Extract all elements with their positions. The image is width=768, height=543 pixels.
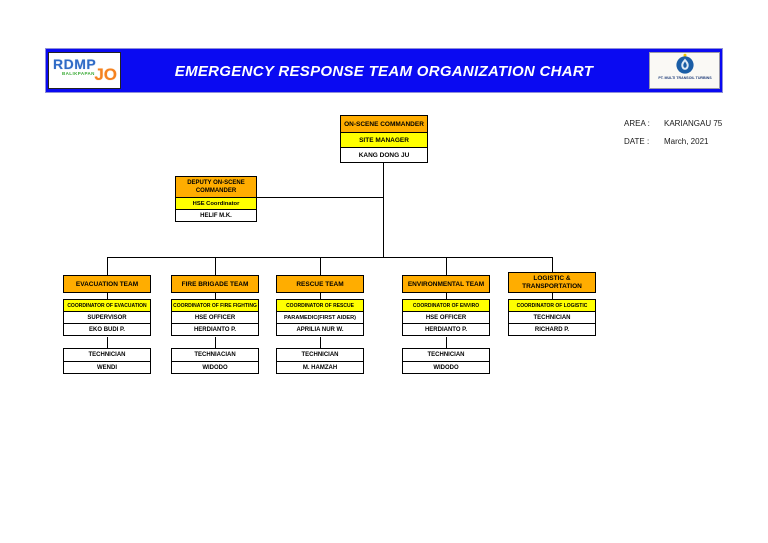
coordinator-name: APRILIA NUR W. (277, 323, 363, 335)
connector-stub (215, 293, 216, 299)
connector-stub (320, 293, 321, 299)
connector-stub (320, 257, 321, 275)
connector-stub (107, 337, 108, 348)
coord-group-evacuation: COORDINATOR OF EVACUATION SUPERVISOR EKO… (63, 299, 151, 336)
rdmp-logo: RDMP BALIKPAPAN JO (48, 52, 121, 89)
tech-group-evacuation: TECHNICIAN WENDI (63, 348, 151, 374)
deputy-box: DEPUTY ON-SCENE COMMANDER HSE Coordinato… (175, 176, 257, 222)
coordinator-role: HSE OFFICER (172, 311, 258, 323)
area-row: AREA : KARIANGAU 75 (624, 119, 722, 128)
coordinator-name: HERDIANTO P. (172, 323, 258, 335)
team-box-environmental: ENVIRONMENTAL TEAM (402, 275, 490, 293)
root-role: SITE MANAGER (341, 132, 427, 147)
coordinator-title: COORDINATOR OF RESCUE (277, 300, 363, 311)
root-name: KANG DONG JU (341, 147, 427, 162)
technician-name: WIDODO (172, 361, 258, 373)
team-box-evacuation: EVACUATION TEAM (63, 275, 151, 293)
coordinator-title: COORDINATOR OF EVACUATION (64, 300, 150, 311)
company-logo: PT. MULTI TRANSOIL TURBINS (649, 52, 720, 89)
company-logo-caption: PT. MULTI TRANSOIL TURBINS (657, 76, 712, 81)
connector-stub (320, 337, 321, 348)
coordinator-role: TECHNICIAN (509, 311, 595, 323)
area-label: AREA : (624, 119, 650, 128)
deputy-title: DEPUTY ON-SCENE COMMANDER (176, 177, 256, 197)
coordinator-name: EKO BUDI P. (64, 323, 150, 335)
meta-block: AREA : KARIANGAU 75 DATE : March, 2021 (624, 119, 722, 155)
technician-name: WIDODO (403, 361, 489, 373)
technician-role: TECHNICIAN (277, 349, 363, 361)
team-box-fire-brigade: FIRE BRIGADE TEAM (171, 275, 259, 293)
connector-stub (446, 337, 447, 348)
connector-stub (107, 293, 108, 299)
connector-stub (446, 257, 447, 275)
deputy-name: HELIF M.K. (176, 209, 256, 221)
date-row: DATE : March, 2021 (624, 137, 722, 146)
rdmp-logo-text: RDMP (53, 56, 97, 72)
area-value: KARIANGAU 75 (664, 119, 723, 128)
connector-deputy-horizontal (257, 197, 384, 198)
coord-group-environmental: COORDINATOR OF ENVIRO HSE OFFICER HERDIA… (402, 299, 490, 336)
deputy-role: HSE Coordinator (176, 197, 256, 209)
root-box-on-scene-commander: ON-SCENE COMMANDER SITE MANAGER KANG DON… (340, 115, 428, 163)
technician-role: TECHNIACIAN (172, 349, 258, 361)
connector-stub (552, 293, 553, 299)
connector-stub (215, 337, 216, 348)
root-title: ON-SCENE COMMANDER (341, 116, 427, 132)
coordinator-role: PARAMEDIC(FIRST AIDER) (277, 311, 363, 323)
coord-group-rescue: COORDINATOR OF RESCUE PARAMEDIC(FIRST AI… (276, 299, 364, 336)
balikpapan-logo-text: BALIKPAPAN (62, 71, 95, 76)
date-value: March, 2021 (664, 137, 709, 146)
coordinator-title: COORDINATOR OF ENVIRO (403, 300, 489, 311)
technician-name: M. HAMZAH (277, 361, 363, 373)
coordinator-title: COORDINATOR OF LOGISTIC (509, 300, 595, 311)
coord-group-logistic: COORDINATOR OF LOGISTIC TECHNICIAN RICHA… (508, 299, 596, 336)
team-box-rescue: RESCUE TEAM (276, 275, 364, 293)
header-band: RDMP BALIKPAPAN JO EMERGENCY RESPONSE TE… (45, 48, 723, 93)
connector-stub (446, 293, 447, 299)
connector-stub (552, 257, 553, 272)
coordinator-name: RICHARD P. (509, 323, 595, 335)
coordinator-role: SUPERVISOR (64, 311, 150, 323)
coord-group-fire-brigade: COORDINATOR OF FIRE FIGHTING HSE OFFICER… (171, 299, 259, 336)
team-box-logistic: LOGISTIC & TRANSPORTATION (508, 272, 596, 293)
connector-bus-horizontal (107, 257, 553, 258)
connector-stub (215, 257, 216, 275)
page-title: EMERGENCY RESPONSE TEAM ORGANIZATION CHA… (174, 63, 594, 80)
connector-stub (107, 257, 108, 275)
connector-root-vertical (383, 163, 384, 257)
tech-group-environmental: TECHNICIAN WIDODO (402, 348, 490, 374)
coordinator-title: COORDINATOR OF FIRE FIGHTING (172, 300, 258, 311)
technician-name: WENDI (64, 361, 150, 373)
tech-group-rescue: TECHNICIAN M. HAMZAH (276, 348, 364, 374)
coordinator-name: HERDIANTO P. (403, 323, 489, 335)
hand-flame-emblem-icon (675, 53, 694, 74)
technician-role: TECHNICIAN (403, 349, 489, 361)
technician-role: TECHNICIAN (64, 349, 150, 361)
date-label: DATE : (624, 137, 650, 146)
tech-group-fire-brigade: TECHNIACIAN WIDODO (171, 348, 259, 374)
jo-logo-text: JO (94, 65, 117, 84)
coordinator-role: HSE OFFICER (403, 311, 489, 323)
